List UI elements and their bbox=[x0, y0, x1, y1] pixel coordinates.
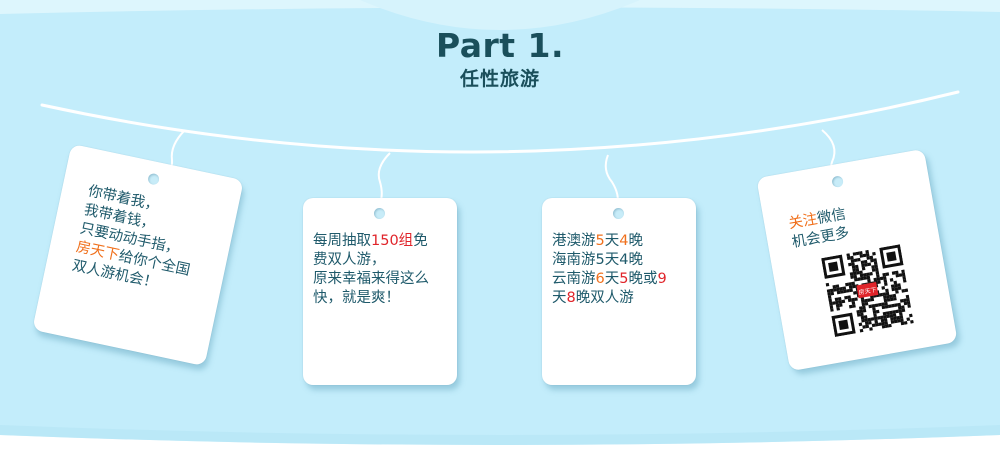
wechat-qr-code[interactable]: 房天下 bbox=[821, 244, 914, 337]
page-subtitle: 任性旅游 bbox=[459, 68, 540, 90]
card-intro-text: 你带着我， 我带着钱， 只要动动手指， 房天下给你个全国 双人游机会！ bbox=[70, 182, 203, 299]
card-hole bbox=[147, 172, 161, 186]
text-line: 每周抽取150组免 bbox=[313, 233, 428, 249]
tag-card-weekly-draw: 每周抽取150组免 费双人游， 原来幸福来得这么 快，就是爽！ bbox=[303, 198, 457, 385]
text-line: 云南游6天5晚或9 bbox=[552, 271, 667, 287]
card-hole bbox=[374, 208, 385, 219]
tag-card-trips: 港澳游5天4晚 海南游5天4晚 云南游6天5晚或9 天8晚双人游 bbox=[542, 198, 696, 385]
text-line: 费双人游， bbox=[313, 252, 386, 268]
page-title: Part 1. bbox=[435, 26, 565, 65]
card-weekly-draw-text: 每周抽取150组免 费双人游， 原来幸福来得这么 快，就是爽！ bbox=[313, 232, 429, 308]
text-line: 港澳游5天4晚 bbox=[552, 233, 643, 249]
qr-logo-badge bbox=[856, 282, 879, 299]
header: Part 1. 任性旅游 bbox=[0, 26, 1000, 92]
text-line: 海南游5天4晚 bbox=[552, 252, 643, 268]
highlight-count: 150组 bbox=[371, 233, 414, 249]
tag-card-wechat: 关注微信 机会更多 房天下 bbox=[756, 148, 958, 372]
text-line: 天8晚双人游 bbox=[552, 290, 634, 306]
card-hole bbox=[613, 208, 624, 219]
text-line: 快，就是爽！ bbox=[313, 290, 400, 306]
card-trips-text: 港澳游5天4晚 海南游5天4晚 云南游6天5晚或9 天8晚双人游 bbox=[552, 232, 667, 308]
string-rope bbox=[40, 90, 960, 154]
card-wechat-text: 关注微信 机会更多 bbox=[787, 205, 851, 252]
svg-text:房天下: 房天下 bbox=[858, 286, 877, 297]
card-hole bbox=[831, 175, 844, 189]
text-line: 原来幸福来得这么 bbox=[313, 271, 429, 287]
